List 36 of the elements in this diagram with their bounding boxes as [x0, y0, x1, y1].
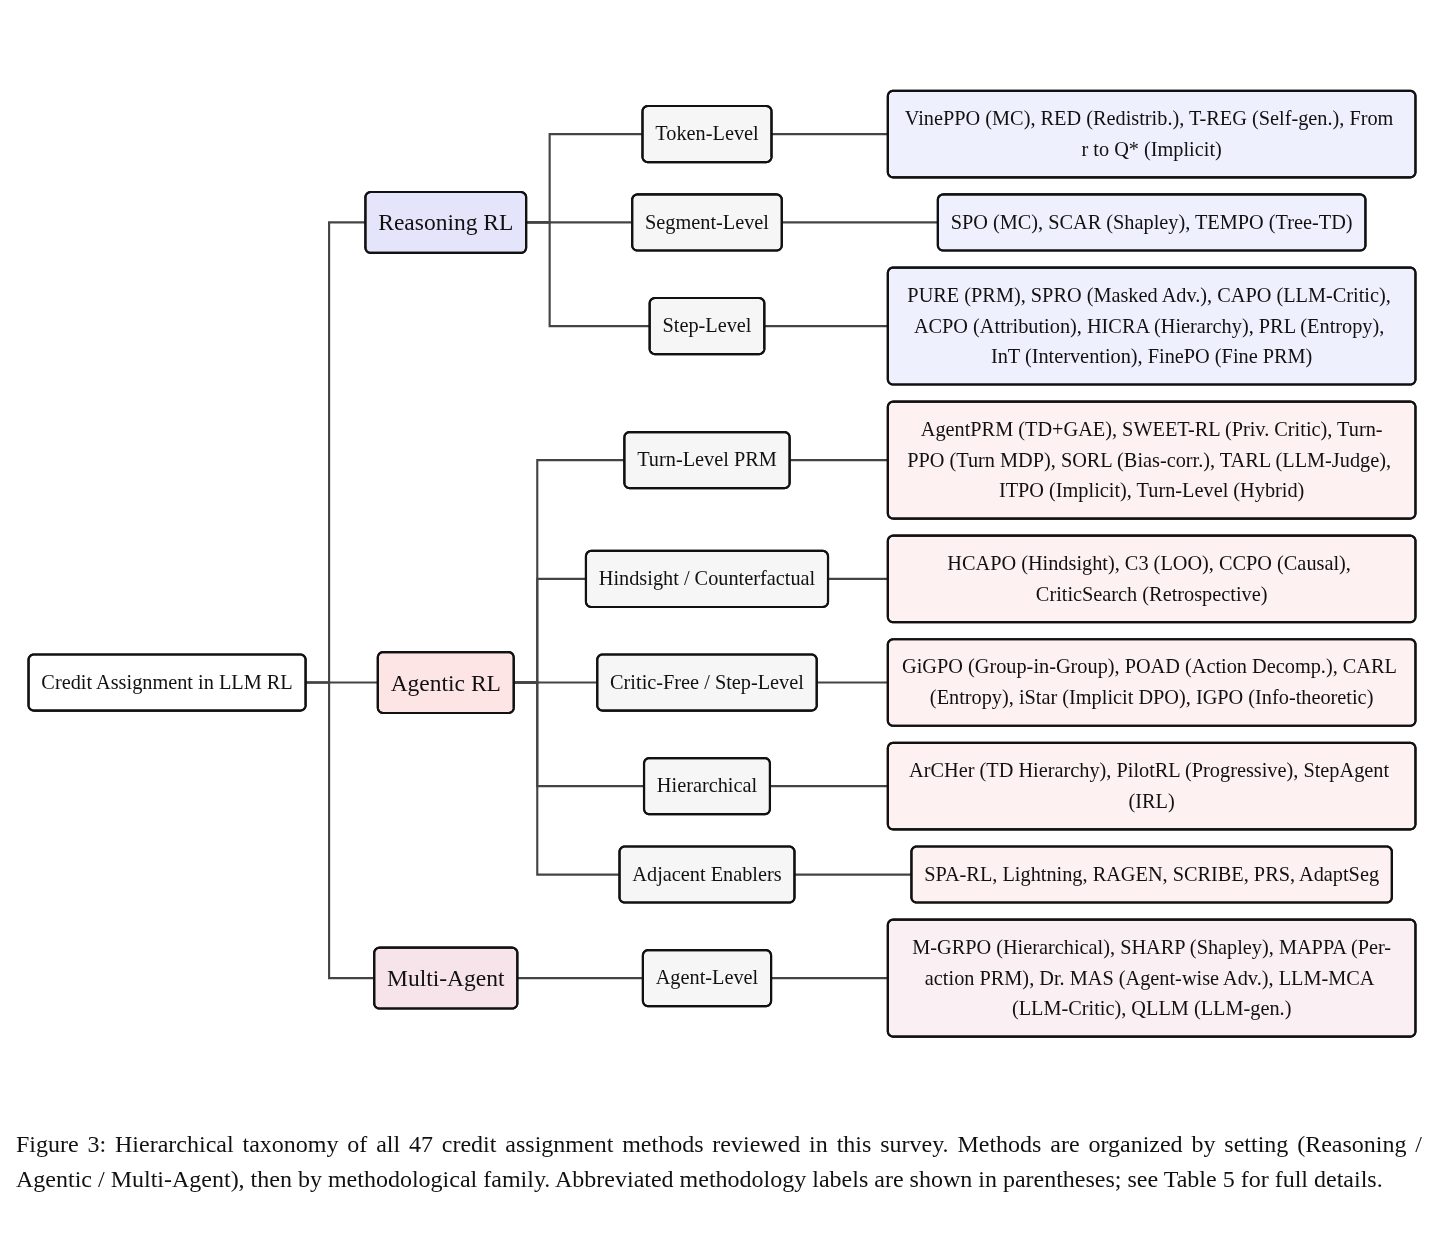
method-list-box: SPA-RL, Lightning, RAGEN, SCRIBE, PRS, AdaptSeg [910, 845, 1393, 904]
method-list-box: M-GRPO (Hierarchical), SHARP (Shapley), MAPPA (Per-action PRM), Dr. MAS (Agent-wise Adv.), LLM-MCA (LLM-Critic), QLLM (LLM-gen.) [886, 918, 1417, 1038]
family-box: Hindsight / Counterfactual [584, 549, 830, 609]
method-list-box: PURE (PRM), SPRO (Masked Adv.), CAPO (LLM-Critic), ACPO (Attribution), HICRA (Hierarchy), PRL (Entropy), InT (Intervention), FinePO (Fine PRM) [886, 266, 1417, 386]
method-list-box: AgentPRM (TD+GAE), SWEET-RL (Priv. Critic), Turn-PPO (Turn MDP), SORL (Bias-corr.), TARL (LLM-Judge), ITPO (Implicit), Turn-Level (Hybrid) [886, 400, 1417, 520]
connector-line [771, 977, 888, 980]
root-box: Credit Assignment in LLM RL [27, 653, 307, 712]
family-box: Critic-Free / Step-Level [596, 653, 818, 712]
family-box: Agent-Level [641, 949, 773, 1008]
figure-caption: Figure 3: Hierarchical taxonomy of all 47 credit assignment methods reviewed in this survey. Methods are organized by setting (Reasoning / Agentic / Multi-Agent), then by methodological family. Abbreviated methodology labels are shown in parentheses; see Table 5 for full details. [16, 1130, 1422, 1195]
connector-line [781, 221, 938, 224]
category-box: Multi-Agent [373, 946, 519, 1010]
family-box: Step-Level [648, 296, 766, 356]
category-box: Reasoning RL [364, 190, 528, 254]
connector-line [828, 577, 888, 580]
method-list-box: ArCHer (TD Hierarchy), PilotRL (Progressive), StepAgent (IRL) [886, 741, 1417, 831]
connector-line [816, 681, 888, 684]
family-box: Hierarchical [642, 757, 772, 816]
connector-line [794, 873, 912, 876]
connector-line [771, 133, 888, 136]
connector-line [526, 221, 650, 328]
family-box: Adjacent Enablers [618, 845, 796, 904]
method-list-box: VinePPO (MC), RED (Redistrib.), T-REG (Self-gen.), From r to Q* (Implicit) [886, 89, 1417, 179]
method-list-box: HCAPO (Hindsight), C3 (LOO), CCPO (Causal), CriticSearch (Retrospective) [886, 534, 1417, 624]
connector-line [789, 459, 888, 462]
family-box: Segment-Level [631, 193, 783, 252]
connector-line [517, 977, 643, 980]
category-box: Agentic RL [376, 651, 515, 715]
connector-line [770, 785, 888, 788]
family-box: Turn-Level PRM [623, 431, 791, 490]
connector-line [513, 681, 620, 876]
method-list-box: SPO (MC), SCAR (Shapley), TEMPO (Tree-TD) [936, 193, 1367, 252]
method-list-box: GiGPO (Group-in-Group), POAD (Action Decomp.), CARL (Entropy), iStar (Implicit DPO), IGPO (Info-theoretic) [886, 638, 1417, 727]
connector-line [305, 681, 375, 980]
connector-line [764, 325, 888, 328]
family-box: Token-Level [641, 104, 773, 164]
